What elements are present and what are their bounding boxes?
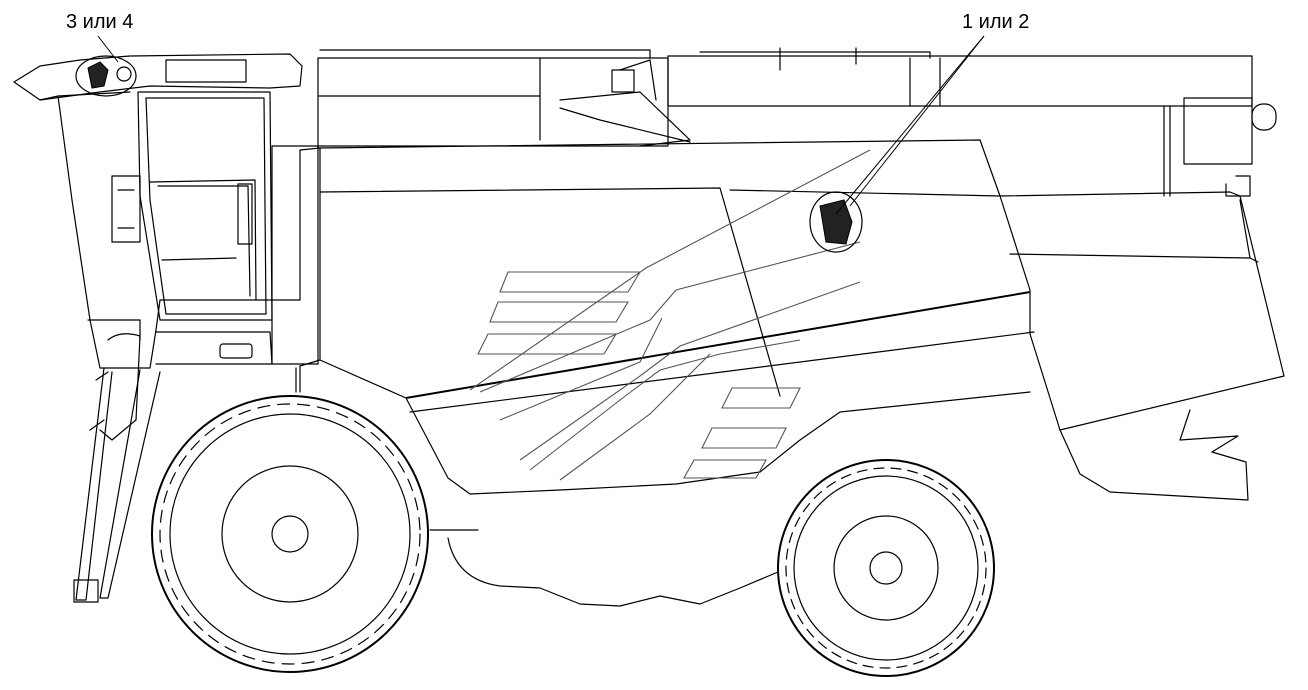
front-wheel	[151, 395, 429, 673]
grain-tank	[317, 49, 691, 147]
main-body	[317, 139, 1061, 495]
side-decal-stripes	[469, 149, 871, 481]
access-ladder	[73, 333, 161, 603]
unloading-auger	[667, 47, 1277, 197]
rear-hood	[999, 175, 1285, 501]
callout-label-1-or-2: 1 или 2	[962, 11, 1030, 33]
rear-wheel	[777, 459, 995, 677]
side-light-1-2	[809, 191, 863, 253]
cab-roof	[13, 53, 303, 101]
leader-lines	[97, 35, 985, 215]
callout-label-3-or-4: 3 или 4	[66, 11, 134, 33]
mirror-assembly-3-4	[75, 55, 137, 97]
cab	[57, 91, 321, 369]
lower-frame	[295, 365, 779, 607]
